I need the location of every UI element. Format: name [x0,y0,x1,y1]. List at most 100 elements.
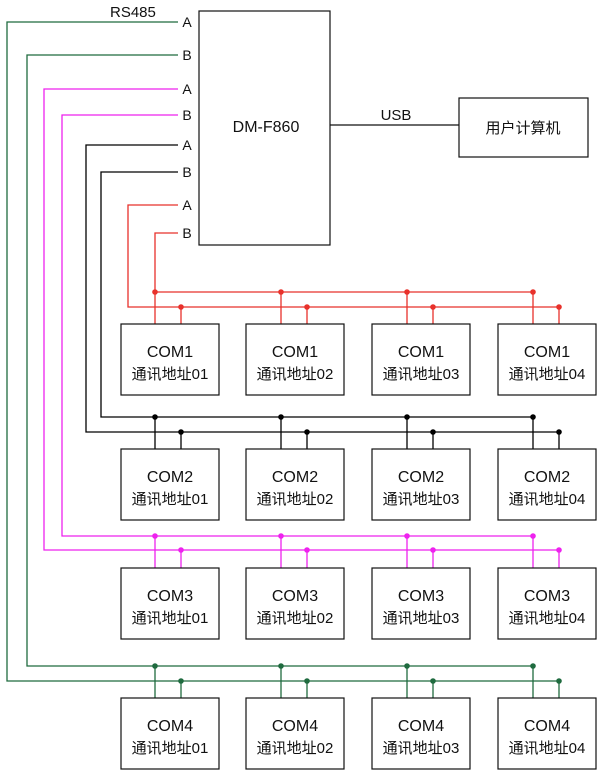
pin-a-label: A [182,81,192,97]
pc-name: 用户计算机 [485,119,560,137]
junction-dot [556,547,562,553]
device-port-label: COM4 [147,718,193,735]
junction-dot [278,533,284,539]
pin-b-label: B [182,107,191,123]
device-address-label: 通讯地址03 [383,740,460,757]
rs485-label: RS485 [110,4,156,21]
device-box-com4-4 [497,697,597,770]
device-box-com4-1 [120,697,220,770]
device-box-com3-2 [245,567,345,640]
device-box-com2-3 [371,448,471,521]
device-box-com4-2 [245,697,345,770]
device-address-label: 通讯地址04 [509,366,586,383]
junction-dot [304,429,310,435]
device-box-com1-2 [245,323,345,396]
junction-dot [304,304,310,310]
device-box-com3-1 [120,567,220,640]
device-address-label: 通讯地址04 [509,491,586,508]
junction-dot [530,663,536,669]
junction-dot [152,414,158,420]
device-port-label: COM3 [272,588,318,605]
device-port-label: COM2 [398,469,444,486]
pin-b-label: B [182,225,191,241]
device-port-label: COM4 [524,718,570,735]
junction-dot [278,414,284,420]
device-address-label: 通讯地址04 [509,740,586,757]
device-port-label: COM1 [147,344,193,361]
device-port-label: COM3 [147,588,193,605]
junction-dot [530,533,536,539]
device-box-com1-4 [497,323,597,396]
junction-dot [152,533,158,539]
device-port-label: COM1 [524,344,570,361]
device-port-label: COM4 [272,718,318,735]
device-box-com2-2 [245,448,345,521]
pin-b-label: B [182,47,191,63]
junction-dot [430,429,436,435]
junction-dot [556,304,562,310]
device-boxes: COM1 通讯地址01 COM1 通讯地址02 COM1 通讯地址03 COM1 通讯地址04… [120,323,597,770]
junction-dot [152,663,158,669]
device-port-label: COM3 [524,588,570,605]
pc-box [458,97,589,158]
junction-dot [530,289,536,295]
device-box-com4-3 [371,697,471,770]
junction-dot [152,289,158,295]
device-port-label: COM2 [272,469,318,486]
junction-dot [404,289,410,295]
device-port-label: COM4 [398,718,444,735]
device-port-label: COM1 [272,344,318,361]
junction-dot [404,663,410,669]
device-address-label: 通讯地址02 [257,610,334,627]
device-address-label: 通讯地址01 [132,491,209,508]
junction-dot [430,304,436,310]
device-address-label: 通讯地址01 [132,740,209,757]
wire-b-com2 [100,171,535,418]
wire-a-com1 [127,204,560,308]
junction-dot [556,678,562,684]
pin-a-label: A [182,137,192,153]
device-box-com3-4 [497,567,597,640]
usb-label: USB [381,107,412,124]
device-box-com2-1 [120,448,220,521]
junction-dot [404,533,410,539]
junction-dot [430,678,436,684]
device-box-com1-3 [371,323,471,396]
junction-dot [178,429,184,435]
bus-wires [6,21,562,698]
device-port-label: COM2 [524,469,570,486]
device-address-label: 通讯地址03 [383,610,460,627]
junction-dot [278,289,284,295]
controller-box [198,10,331,246]
device-port-label: COM3 [398,588,444,605]
junction-dot [556,429,562,435]
junction-dot [178,547,184,553]
junction-dot [278,663,284,669]
device-address-label: 通讯地址01 [132,366,209,383]
pin-a-label: A [182,14,192,30]
device-box-com3-3 [371,567,471,640]
wire-a-com3 [43,88,560,551]
wire-a-com4 [6,21,560,682]
device-port-label: COM1 [398,344,444,361]
junction-dot [530,414,536,420]
device-address-label: 通讯地址01 [132,610,209,627]
junction-dot [430,547,436,553]
device-port-label: COM2 [147,469,193,486]
junction-dot [304,678,310,684]
wire-b-com1 [154,232,535,293]
device-address-label: 通讯地址02 [257,740,334,757]
device-address-label: 通讯地址03 [383,366,460,383]
device-box-com1-1 [120,323,220,396]
device-address-label: 通讯地址02 [257,491,334,508]
device-address-label: 通讯地址02 [257,366,334,383]
device-box-com2-4 [497,448,597,521]
device-address-label: 通讯地址04 [509,610,586,627]
wire-b-com3 [61,114,535,537]
junction-dot [178,304,184,310]
pin-b-label: B [182,164,191,180]
wire-a-com2 [85,144,560,433]
pin-a-label: A [182,197,192,213]
